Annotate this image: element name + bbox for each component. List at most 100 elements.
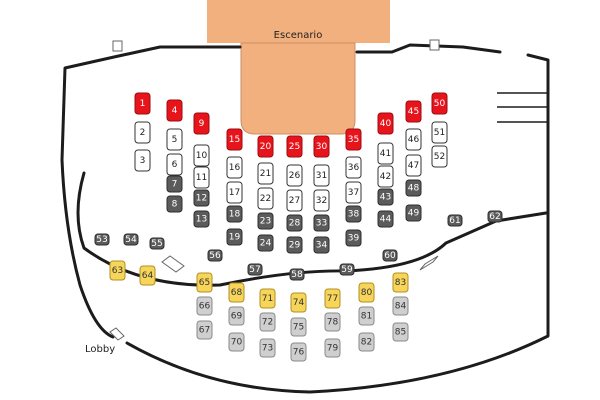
seat-27[interactable]: 27	[286, 189, 303, 212]
seat-22[interactable]: 22	[257, 187, 274, 210]
seat-box	[405, 204, 422, 222]
seat-box	[257, 187, 274, 210]
seat-number: 16	[229, 163, 241, 173]
seat-31[interactable]: 31	[313, 164, 330, 187]
seat-38[interactable]: 38	[345, 205, 362, 223]
seat-84[interactable]: 84	[392, 296, 409, 316]
seat-box	[392, 296, 409, 316]
seat-85[interactable]: 85	[392, 322, 409, 342]
seat-69[interactable]: 69	[228, 306, 245, 326]
seat-16[interactable]: 16	[226, 156, 243, 179]
seat-54[interactable]: 54	[123, 233, 139, 246]
seat-73[interactable]: 73	[259, 338, 276, 358]
seat-49[interactable]: 49	[405, 204, 422, 222]
seat-58[interactable]: 58	[289, 268, 305, 281]
seat-52[interactable]: 52	[431, 145, 448, 168]
seat-19[interactable]: 19	[226, 228, 243, 246]
seat-5[interactable]: 5	[166, 128, 183, 151]
seat-75[interactable]: 75	[290, 317, 307, 337]
seat-21[interactable]: 21	[257, 162, 274, 185]
seat-65[interactable]: 65	[196, 272, 213, 293]
seat-8[interactable]: 8	[166, 195, 183, 213]
seat-76[interactable]: 76	[290, 342, 307, 362]
seat-43[interactable]: 43	[377, 188, 394, 206]
seat-17[interactable]: 17	[226, 181, 243, 204]
seat-number: 1	[140, 99, 146, 109]
seat-77[interactable]: 77	[324, 288, 341, 309]
seat-15[interactable]: 15	[226, 128, 243, 151]
seat-56[interactable]: 56	[207, 249, 223, 262]
seat-box	[226, 205, 243, 223]
seat-33[interactable]: 33	[313, 214, 330, 232]
seat-78[interactable]: 78	[324, 312, 341, 332]
seat-62[interactable]: 62	[487, 210, 503, 223]
seat-25[interactable]: 25	[286, 135, 303, 158]
seat-9[interactable]: 9	[193, 112, 210, 135]
seat-50[interactable]: 50	[431, 92, 448, 115]
seat-number: 51	[434, 128, 445, 138]
seat-11[interactable]: 11	[193, 166, 210, 189]
seat-12[interactable]: 12	[193, 189, 210, 207]
seat-36[interactable]: 36	[345, 156, 362, 179]
seat-81[interactable]: 81	[358, 306, 375, 326]
seat-61[interactable]: 61	[447, 214, 463, 227]
seat-7[interactable]: 7	[166, 175, 183, 193]
seat-70[interactable]: 70	[228, 332, 245, 352]
seat-48[interactable]: 48	[405, 179, 422, 197]
seat-number: 37	[348, 188, 359, 198]
seat-6[interactable]: 6	[166, 153, 183, 176]
seat-box	[149, 237, 165, 250]
seat-68[interactable]: 68	[228, 282, 245, 303]
seat-55[interactable]: 55	[149, 237, 165, 250]
seat-number: 78	[327, 318, 339, 328]
seat-45[interactable]: 45	[405, 100, 422, 123]
seat-26[interactable]: 26	[286, 164, 303, 187]
seat-29[interactable]: 29	[286, 236, 303, 254]
seat-3[interactable]: 3	[134, 149, 151, 172]
seat-30[interactable]: 30	[313, 135, 330, 158]
seat-number: 55	[151, 239, 162, 249]
seats-layer: 1234567891011121315161718192021222324252…	[94, 92, 503, 362]
seat-10[interactable]: 10	[193, 144, 210, 167]
seat-23[interactable]: 23	[257, 212, 274, 230]
seat-82[interactable]: 82	[358, 332, 375, 352]
seat-66[interactable]: 66	[196, 296, 213, 316]
seat-41[interactable]: 41	[377, 142, 394, 165]
seat-57[interactable]: 57	[247, 263, 263, 276]
seat-box	[228, 282, 245, 303]
seat-80[interactable]: 80	[358, 282, 375, 303]
seat-2[interactable]: 2	[134, 121, 151, 144]
seat-46[interactable]: 46	[405, 128, 422, 151]
seat-24[interactable]: 24	[257, 234, 274, 252]
seat-47[interactable]: 47	[405, 154, 422, 177]
seat-44[interactable]: 44	[377, 210, 394, 228]
seat-51[interactable]: 51	[431, 121, 448, 144]
seat-40[interactable]: 40	[377, 112, 394, 135]
seat-28[interactable]: 28	[286, 214, 303, 232]
seat-34[interactable]: 34	[313, 236, 330, 254]
seat-74[interactable]: 74	[290, 292, 307, 313]
seat-72[interactable]: 72	[259, 312, 276, 332]
seat-1[interactable]: 1	[134, 92, 151, 115]
seat-number: 58	[291, 270, 303, 280]
seat-42[interactable]: 42	[377, 165, 394, 188]
seat-18[interactable]: 18	[226, 205, 243, 223]
seat-20[interactable]: 20	[257, 135, 274, 158]
seat-box	[377, 210, 394, 228]
seat-64[interactable]: 64	[139, 265, 156, 286]
seat-32[interactable]: 32	[313, 189, 330, 212]
seat-71[interactable]: 71	[259, 288, 276, 309]
seat-83[interactable]: 83	[392, 272, 409, 293]
seat-63[interactable]: 63	[109, 260, 126, 281]
seat-60[interactable]: 60	[382, 249, 398, 262]
seat-35[interactable]: 35	[345, 128, 362, 151]
seat-4[interactable]: 4	[166, 99, 183, 122]
seat-67[interactable]: 67	[196, 320, 213, 340]
seat-37[interactable]: 37	[345, 181, 362, 204]
seat-box	[286, 135, 303, 158]
seat-13[interactable]: 13	[193, 210, 210, 228]
seat-39[interactable]: 39	[345, 229, 362, 247]
seat-79[interactable]: 79	[324, 338, 341, 358]
seat-53[interactable]: 53	[94, 233, 110, 246]
seat-59[interactable]: 59	[339, 263, 355, 276]
